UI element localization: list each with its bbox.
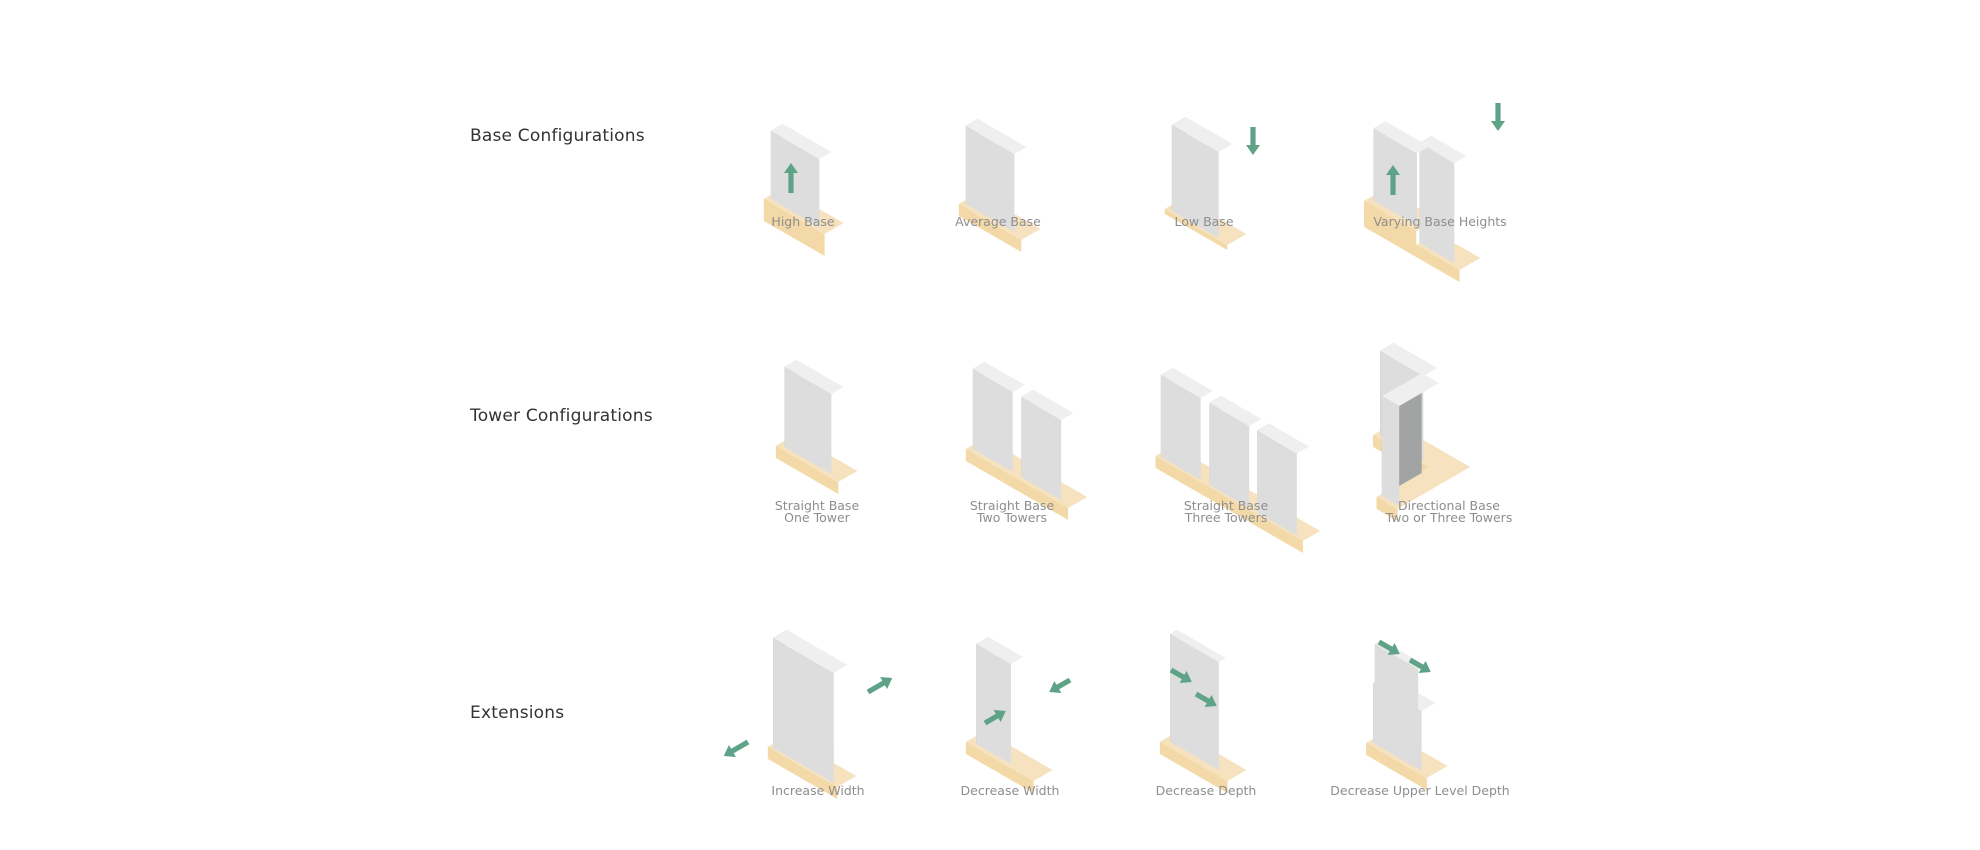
caption-line: Straight Base	[1183, 498, 1269, 513]
tower-top-face	[784, 360, 844, 394]
arrow-icon	[1408, 657, 1431, 674]
tower-top-face	[965, 119, 1027, 154]
podium-right-face	[1159, 742, 1228, 793]
tower-top-face	[1257, 423, 1309, 454]
caption-straight-base-one-tower: Straight Base One Tower	[702, 498, 932, 525]
arrow-icon	[1194, 691, 1217, 708]
row-title-tower-configurations: Tower Configurations	[470, 406, 653, 426]
straight-base-one-tower-icon	[775, 360, 858, 494]
tower-right-face	[1021, 397, 1062, 500]
podium-top-face	[1376, 455, 1471, 509]
row-title-extensions: Extensions	[470, 703, 565, 723]
tower-right-face	[965, 126, 1015, 232]
tower-right-face	[1171, 125, 1219, 238]
caption-line: Directional Base	[1397, 498, 1500, 513]
arrow-icon	[1386, 165, 1400, 195]
caption-line: One Tower	[784, 510, 850, 525]
caption-line: Straight Base	[774, 498, 860, 513]
caption-line: Straight Base	[969, 498, 1055, 513]
tower-right-face	[1209, 403, 1250, 508]
tower-top-face	[1373, 121, 1430, 154]
podium-right-face	[1155, 456, 1303, 553]
arrow-icon	[866, 676, 893, 695]
tower-right-face	[1419, 143, 1455, 263]
podium-right-face	[767, 747, 838, 799]
straight-base-two-towers-icon	[965, 362, 1088, 520]
caption-average-base: Average Base	[955, 214, 1041, 229]
increase-width-icon	[723, 630, 893, 799]
podium-right-face	[763, 199, 825, 256]
caption-varying-base-heights: Varying Base Heights	[1373, 214, 1507, 229]
podium-right-face	[965, 449, 1069, 520]
caption-line: Three Towers	[1184, 510, 1268, 525]
arrow-icon	[1377, 639, 1400, 656]
caption-decrease-depth: Decrease Depth	[1155, 783, 1257, 798]
tower-right-face	[1381, 396, 1400, 506]
tower-right-face	[972, 369, 1013, 472]
tower-top-face	[1170, 630, 1226, 662]
tower-top-face	[773, 630, 848, 673]
caption-increase-width: Increase Width	[771, 783, 865, 798]
tower-top-face	[976, 637, 1024, 664]
arrow-icon	[1169, 667, 1192, 684]
caption-line: Two or Three Towers	[1385, 510, 1513, 525]
caption-decrease-width: Decrease Width	[960, 783, 1060, 798]
arrow-icon	[983, 709, 1006, 726]
straight-base-three-towers-icon	[1155, 368, 1321, 553]
caption-line: Two Towers	[976, 510, 1048, 525]
podium-right-face	[965, 742, 1034, 793]
tower-right-face	[1160, 375, 1201, 480]
caption-decrease-upper-level-depth: Decrease Upper Level Depth	[1330, 783, 1510, 798]
arrow-icon	[723, 739, 750, 758]
caption-straight-base-two-towers: Straight Base Two Towers	[897, 498, 1127, 525]
caption-high-base: High Base	[771, 214, 835, 229]
arrow-icon	[1491, 103, 1505, 131]
caption-directional-base: Directional Base Two or Three Towers	[1334, 498, 1564, 525]
tower-top-face	[1160, 368, 1213, 398]
tower-right-face	[770, 131, 820, 227]
caption-straight-base-three-towers: Straight Base Three Towers	[1111, 498, 1341, 525]
tower-right-face	[784, 367, 832, 474]
varying-base-heights-icon	[1364, 103, 1505, 282]
arrow-icon	[784, 163, 798, 193]
tower-right-face	[1257, 430, 1297, 536]
decrease-upper-level-depth-icon	[1366, 639, 1448, 790]
decrease-width-icon	[965, 637, 1072, 793]
tower-top-face	[1419, 136, 1467, 163]
directional-base-icon	[1373, 343, 1471, 521]
tower-top-face	[1171, 117, 1233, 152]
tower-top-face	[1021, 390, 1074, 420]
podium-right-face	[1416, 245, 1460, 282]
tower-top-face	[1380, 343, 1438, 376]
podium-right-face	[958, 204, 1022, 252]
podium-right-face	[1364, 201, 1417, 257]
tower-right-face	[1373, 683, 1422, 771]
average-base-icon	[958, 119, 1041, 252]
podium-right-face	[1366, 743, 1427, 790]
low-base-icon	[1164, 117, 1260, 250]
decrease-depth-icon	[1159, 630, 1247, 793]
caption-low-base: Low Base	[1174, 214, 1234, 229]
tower-top-face	[770, 124, 832, 159]
arrow-icon	[1049, 677, 1072, 694]
tower-top-face	[972, 362, 1025, 392]
podium-right-face	[775, 446, 839, 494]
tower-top-face	[1381, 373, 1439, 406]
tower-right-face	[1374, 644, 1419, 709]
arrow-icon	[1246, 127, 1260, 155]
podium-right-face	[1164, 209, 1228, 250]
tower-right-face	[773, 638, 834, 783]
high-base-icon	[763, 124, 844, 256]
tower-top-face	[1209, 396, 1262, 426]
row-title-base-configurations: Base Configurations	[470, 126, 645, 146]
tower-right-face	[1170, 634, 1219, 770]
tower-right-face	[976, 644, 1011, 764]
podium-right-face	[1376, 497, 1398, 521]
